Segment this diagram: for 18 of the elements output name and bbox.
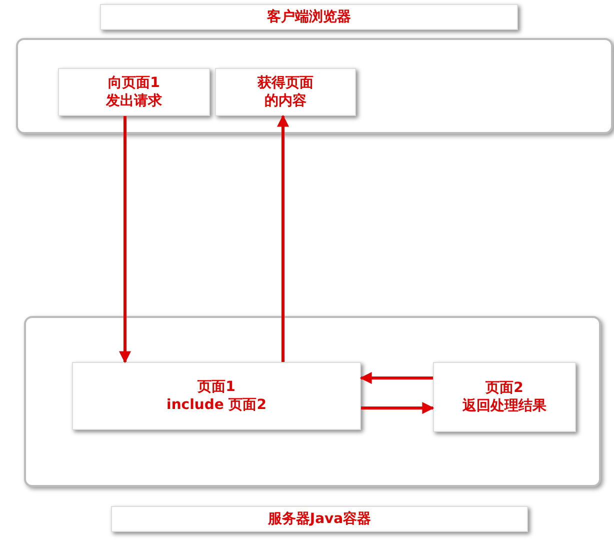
arrow [361,402,434,414]
box-label: 向页面1 [108,74,160,92]
process-box [433,362,576,432]
arrow [119,116,131,364]
box-label: 的内容 [264,92,306,110]
box-label: 获得页面 [258,74,314,92]
arrow [360,372,433,384]
box-label: include 页面2 [166,396,266,414]
process-box [72,362,361,430]
box-label: 页面1 [198,378,236,396]
arrow [277,114,289,362]
process-box [58,68,210,116]
heading-label: 客户端浏览器 [100,4,518,30]
box-label: 返回处理结果 [462,397,546,416]
heading-label: 服务器Java容器 [111,506,528,532]
process-box [215,68,356,116]
box-label: 发出请求 [106,92,162,110]
box-label: 页面2 [486,378,524,397]
